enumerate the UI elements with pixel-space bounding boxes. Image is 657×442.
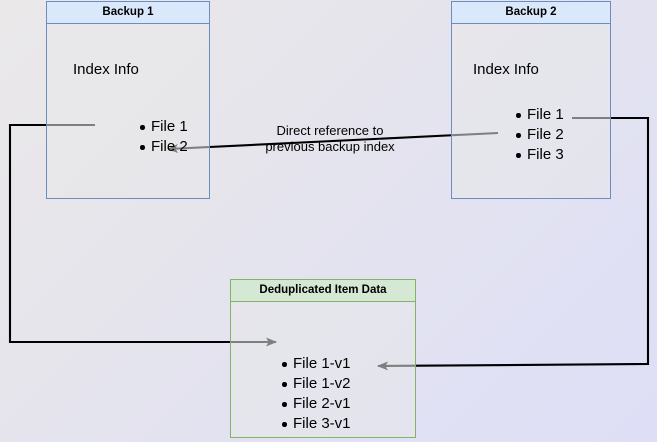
deduplicated-item-data-title: Deduplicated Item Data	[231, 280, 415, 302]
backup-2-title: Backup 2	[452, 2, 610, 24]
backup-2-box: Backup 2 Index Info File 1 File 2 File 3	[451, 1, 611, 199]
list-item: File 1	[140, 118, 188, 135]
backup-1-title: Backup 1	[47, 2, 209, 24]
backup-1-box: Backup 1 Index Info File 1 File 2	[46, 1, 210, 199]
list-item: File 2	[516, 126, 564, 143]
deduplicated-item-data-box: Deduplicated Item Data File 1-v1 File 1-…	[230, 279, 416, 438]
backup-1-index-info-label: Index Info	[73, 61, 139, 78]
backup-1-file-list: File 1 File 2	[136, 117, 188, 157]
backup-1-body: Index Info File 1 File 2	[47, 24, 209, 198]
direct-reference-edge-label: Direct reference to previous backup inde…	[265, 123, 395, 154]
list-item: File 3-v1	[282, 415, 351, 432]
list-item: File 2-v1	[282, 395, 351, 412]
list-item: File 1-v2	[282, 375, 351, 392]
list-item: File 1	[516, 106, 564, 123]
deduplicated-item-data-body: File 1-v1 File 1-v2 File 2-v1 File 3-v1	[231, 302, 415, 437]
backup-2-file-list: File 1 File 2 File 3	[512, 105, 564, 165]
dedup-item-list: File 1-v1 File 1-v2 File 2-v1 File 3-v1	[278, 354, 351, 434]
backup-2-body: Index Info File 1 File 2 File 3	[452, 24, 610, 198]
list-item: File 2	[140, 138, 188, 155]
backup-2-index-info-label: Index Info	[473, 61, 539, 78]
list-item: File 1-v1	[282, 355, 351, 372]
list-item: File 3	[516, 146, 564, 163]
